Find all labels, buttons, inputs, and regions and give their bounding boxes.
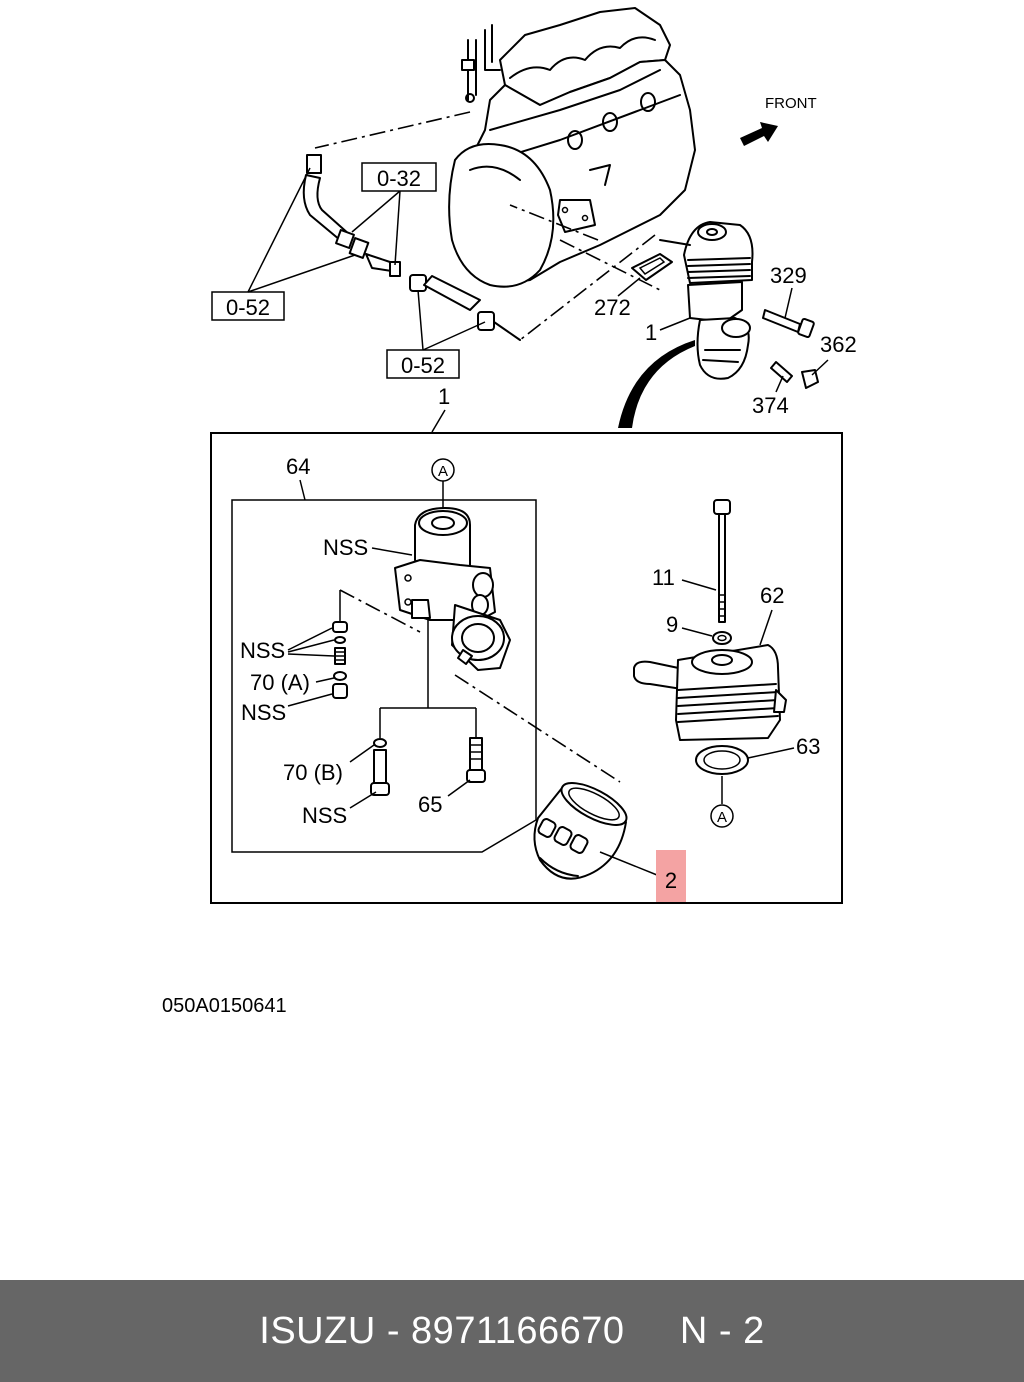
washer-9 — [712, 631, 732, 645]
nss-label-bottom: NSS — [302, 803, 347, 828]
ref-0-52-bottom-label: 0-52 — [401, 353, 445, 378]
oil-cooler-assembly-top — [631, 221, 819, 389]
zoom-arrow-icon — [618, 340, 695, 428]
svg-text:A: A — [438, 463, 448, 480]
label-272: 272 — [594, 295, 631, 320]
nss-label-middle: NSS — [240, 638, 285, 663]
detail-frame — [210, 432, 843, 904]
marker-a-bottom: A — [710, 776, 734, 828]
label-11: 11 — [652, 565, 675, 590]
label-9: 9 — [666, 612, 678, 637]
hose-assembly — [302, 154, 521, 341]
oil-cooler-bolt-11 — [713, 499, 731, 623]
label-62: 62 — [760, 583, 784, 608]
diagram-position: N - 2 — [679, 1309, 765, 1352]
label-374: 374 — [752, 393, 789, 418]
filter-adapter-housing — [394, 507, 511, 671]
ref-0-52-left-label: 0-52 — [226, 295, 270, 320]
oil-filter — [533, 782, 628, 880]
ref-0-32-label: 0-32 — [377, 166, 421, 191]
oil-cooler-62 — [633, 644, 787, 741]
label-63: 63 — [796, 734, 820, 759]
parts-diagram: FRONT 0-32 0-52 0-52 — [162, 7, 857, 1017]
diagram-code: 050A0150641 — [162, 995, 287, 1017]
label-1-box: 1 — [438, 384, 450, 409]
ref-0-32[interactable]: 0-32 — [361, 162, 437, 192]
nss-label-lower: NSS — [241, 700, 286, 725]
subassembly-64-frame — [231, 499, 537, 853]
svg-text:A: A — [717, 809, 727, 826]
engine-block — [448, 7, 696, 288]
part-number[interactable]: 8971166670 — [411, 1309, 625, 1352]
ref-0-52-bottom[interactable]: 0-52 — [386, 349, 460, 379]
label-70a: 70 (A) — [250, 670, 310, 695]
label-64: 64 — [286, 454, 310, 479]
brand-name: ISUZU — [259, 1309, 376, 1352]
label-362: 362 — [820, 332, 857, 357]
nss-label-upper: NSS — [323, 535, 368, 560]
part-2-highlight — [656, 850, 686, 902]
small-fittings — [332, 621, 486, 796]
label-70b: 70 (B) — [283, 760, 343, 785]
brand-separator: - — [386, 1309, 400, 1352]
label-65: 65 — [418, 792, 442, 817]
part-info-footer: ISUZU - 8971166670 N - 2 — [0, 1280, 1024, 1382]
label-1-top: 1 — [645, 320, 657, 345]
front-label: FRONT — [765, 95, 817, 112]
gasket-63 — [695, 745, 749, 775]
label-329: 329 — [770, 263, 807, 288]
front-indicator: FRONT — [740, 95, 817, 146]
ref-0-52-left[interactable]: 0-52 — [211, 291, 285, 321]
label-2[interactable]: 2 — [665, 868, 677, 893]
front-arrow-icon — [740, 122, 778, 146]
